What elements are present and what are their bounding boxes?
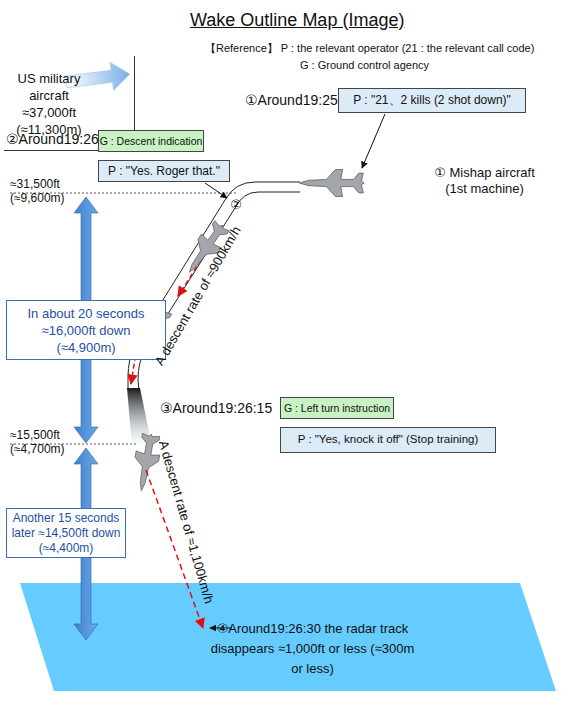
diagram-title: Wake Outline Map (Image) — [190, 10, 404, 31]
aircraft-icon — [299, 170, 364, 197]
time-marker: ②Around19:26 — [6, 131, 99, 148]
aircraft-icon — [299, 170, 364, 197]
node-text: G : Descent indication — [100, 135, 203, 148]
time-marker: ③Around19:26:15 — [160, 400, 272, 417]
pilot-message-box: P : "Yes. Roger that." — [98, 160, 230, 182]
reference-note: G : Ground control agency — [300, 59, 429, 72]
ground-message-box: G : Descent indication — [98, 130, 204, 152]
altitude-label: ≈15,500ft (≈4,700m) — [10, 428, 85, 457]
pilot-message-box: P : "Yes, knock it off" (Stop training) — [280, 427, 496, 453]
leader-arrow — [362, 114, 385, 168]
node-text: P : "Yes, knock it off" (Stop training) — [298, 433, 479, 447]
node-text: P : "Yes. Roger that." — [108, 164, 220, 178]
leader-arrow — [205, 183, 227, 198]
descent-rate: A descent rate of ≈1,100km/h — [155, 439, 217, 606]
flight-path — [128, 182, 300, 390]
flight-path — [138, 192, 300, 392]
node-text: In about 20 seconds ≈16,000ft down (≈4,9… — [11, 305, 161, 356]
node-text: US military aircraft ≈37,000ft (≈11,300m… — [7, 70, 91, 138]
reference-note: 【Reference】 P : the relevant operator (2… — [205, 42, 534, 55]
pilot-message-box: P : "21、2 kills (2 shot down)" — [338, 88, 526, 113]
descent-summary-box: In about 20 seconds ≈16,000ft down (≈4,9… — [6, 300, 166, 360]
node-text: ④Around19:26:30 the radar track disappea… — [205, 619, 420, 679]
descent-summary-box: Another 15 seconds later ≈14,500ft down … — [6, 508, 126, 558]
point-marker: ② — [230, 197, 242, 213]
aircraft-label: ① Mishap aircraft (1st machine) — [422, 165, 547, 196]
sea-outline — [20, 583, 556, 691]
time-marker: ①Around19:25 — [245, 92, 338, 109]
node-text: Another 15 seconds later ≈14,500ft down … — [8, 511, 124, 556]
ground-message-box: G : Left turn instruction — [280, 397, 394, 419]
node-text: P : "21、2 kills (2 shot down)" — [353, 93, 511, 107]
altitude-label: ≈31,500ft (≈9,600m) — [10, 177, 85, 206]
sea-outline — [18, 583, 558, 693]
sea-surface: ④Around19:26:30 the radar track disappea… — [18, 583, 558, 693]
node-text: G : Left turn instruction — [284, 402, 390, 415]
